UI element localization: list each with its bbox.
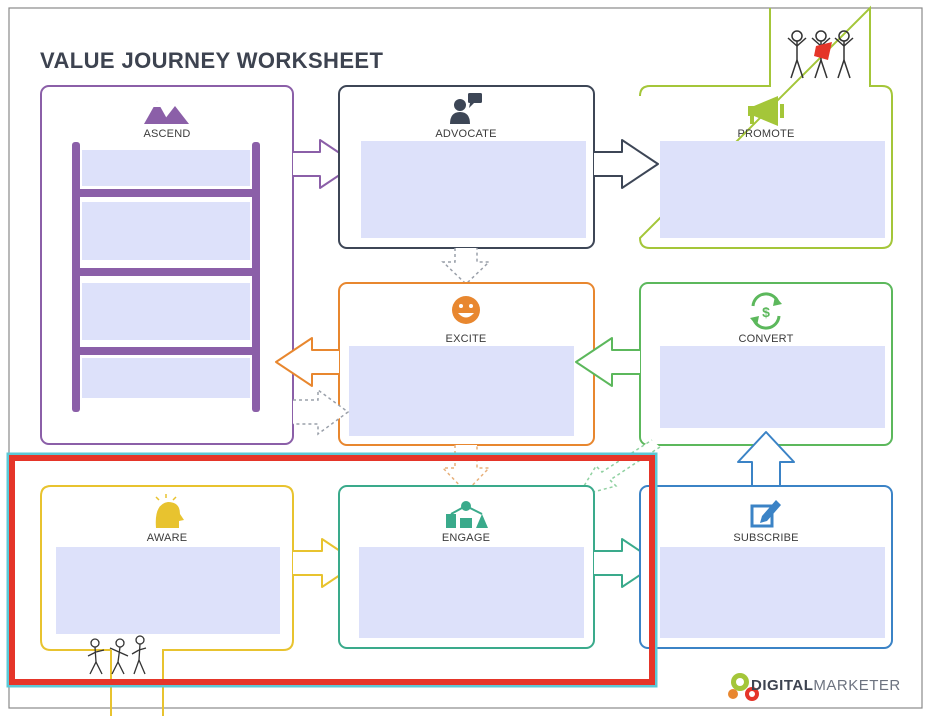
subscribe-input-field[interactable] bbox=[660, 547, 885, 638]
walking-figures-icon bbox=[87, 635, 147, 675]
mountains-icon bbox=[144, 101, 189, 124]
gears-icon bbox=[728, 673, 759, 701]
stage-label-aware: AWARE bbox=[147, 532, 188, 544]
stage-label-convert: CONVERT bbox=[739, 333, 794, 345]
stage-excite: EXCITE bbox=[338, 282, 595, 446]
arrow-advocate-to-promote bbox=[594, 139, 659, 189]
stage-ascend: ASCEND bbox=[40, 85, 294, 445]
stage-aware: AWARE bbox=[40, 485, 294, 716]
page-frame bbox=[8, 7, 923, 709]
edit-square-icon bbox=[750, 500, 781, 528]
logo-text-bold: DIGITAL bbox=[751, 677, 813, 694]
stage-label-engage: ENGAGE bbox=[442, 532, 490, 544]
stage-convert: $ CONVERT bbox=[639, 282, 893, 446]
arrow-subscribe-to-convert bbox=[737, 431, 795, 486]
stage-engage: ENGAGE bbox=[338, 485, 595, 649]
arrow-advocate-to-excite bbox=[441, 248, 491, 286]
excite-input-field[interactable] bbox=[349, 346, 574, 436]
people-network-icon bbox=[446, 501, 488, 528]
arrow-ascend-to-excite bbox=[293, 388, 350, 436]
stage-label-promote: PROMOTE bbox=[737, 128, 794, 140]
stage-label-ascend: ASCEND bbox=[143, 128, 190, 140]
ascend-rung-field-1[interactable] bbox=[82, 150, 250, 186]
megaphone-icon bbox=[748, 96, 784, 126]
ladder-icon bbox=[72, 142, 260, 412]
svg-text:DIGITALMARKETER: DIGITALMARKETER bbox=[751, 677, 901, 694]
svg-text:$: $ bbox=[762, 304, 770, 320]
arrow-convert-to-excite bbox=[575, 337, 640, 387]
convert-input-field[interactable] bbox=[660, 346, 885, 428]
hero-cape-icon bbox=[814, 42, 832, 60]
ascend-rung-field-2[interactable] bbox=[82, 202, 250, 260]
arrow-excite-to-ascend bbox=[275, 337, 339, 387]
dollar-cycle-icon: $ bbox=[750, 292, 782, 330]
stage-label-subscribe: SUBSCRIBE bbox=[733, 532, 798, 544]
aware-input-field[interactable] bbox=[56, 547, 280, 634]
celebrating-figures-icon bbox=[787, 30, 854, 79]
stage-subscribe: SUBSCRIBE bbox=[639, 485, 893, 649]
advocate-input-field[interactable] bbox=[361, 141, 586, 238]
stage-advocate: ADVOCATE bbox=[338, 85, 595, 249]
highlight-frame-outer bbox=[6, 452, 658, 688]
page-title: VALUE JOURNEY WORKSHEET bbox=[40, 48, 383, 73]
smiley-icon bbox=[452, 296, 480, 324]
ascend-rung-field-3[interactable] bbox=[82, 283, 250, 340]
promote-input-field[interactable] bbox=[660, 141, 885, 238]
stage-label-advocate: ADVOCATE bbox=[435, 128, 496, 140]
arrow-excite-to-engage bbox=[441, 445, 491, 494]
ascend-rung-field-4[interactable] bbox=[82, 358, 250, 398]
engage-input-field[interactable] bbox=[359, 547, 584, 638]
lightbulb-head-icon bbox=[155, 494, 184, 528]
highlight-frame bbox=[9, 455, 655, 685]
speaker-bubble-icon bbox=[450, 93, 482, 124]
digital-marketer-logo: DIGITALMARKETER bbox=[728, 673, 901, 701]
stage-promote: PROMOTE bbox=[638, 5, 893, 249]
stage-label-excite: EXCITE bbox=[446, 333, 487, 345]
logo-text-light: MARKETER bbox=[813, 677, 900, 694]
